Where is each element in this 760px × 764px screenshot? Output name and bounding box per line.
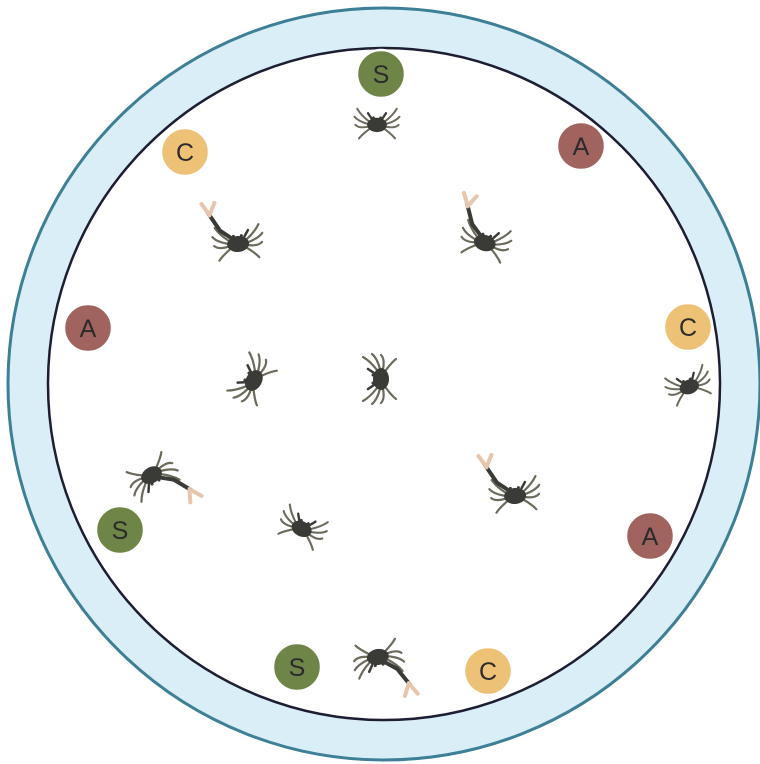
marker-s-lower-left: S [96, 506, 144, 554]
marker-label: S [373, 61, 390, 89]
crab-eye [379, 116, 382, 119]
marker-c-upper-left: C [161, 128, 209, 176]
marker-label: A [80, 315, 97, 343]
marker-label: C [679, 314, 697, 342]
marker-c-right: C [664, 303, 712, 351]
marker-label: A [642, 523, 659, 551]
marker-label: C [479, 658, 497, 686]
marker-s-top: S [357, 50, 405, 98]
marker-a-left: A [64, 304, 112, 352]
crab-eye [372, 116, 375, 119]
marker-a-upper-right: A [557, 122, 605, 170]
marker-c-bottom: C [464, 647, 512, 695]
crab-body [373, 368, 389, 390]
crab-eye [372, 382, 375, 385]
marker-label: A [573, 133, 590, 161]
marker-a-lower-right: A [626, 512, 674, 560]
marker-s-bottom: S [273, 643, 321, 691]
crab-body [367, 118, 387, 132]
marker-label: S [112, 517, 129, 545]
marker-label: S [289, 654, 306, 682]
crab-eye [372, 374, 375, 377]
marker-label: C [176, 139, 194, 167]
